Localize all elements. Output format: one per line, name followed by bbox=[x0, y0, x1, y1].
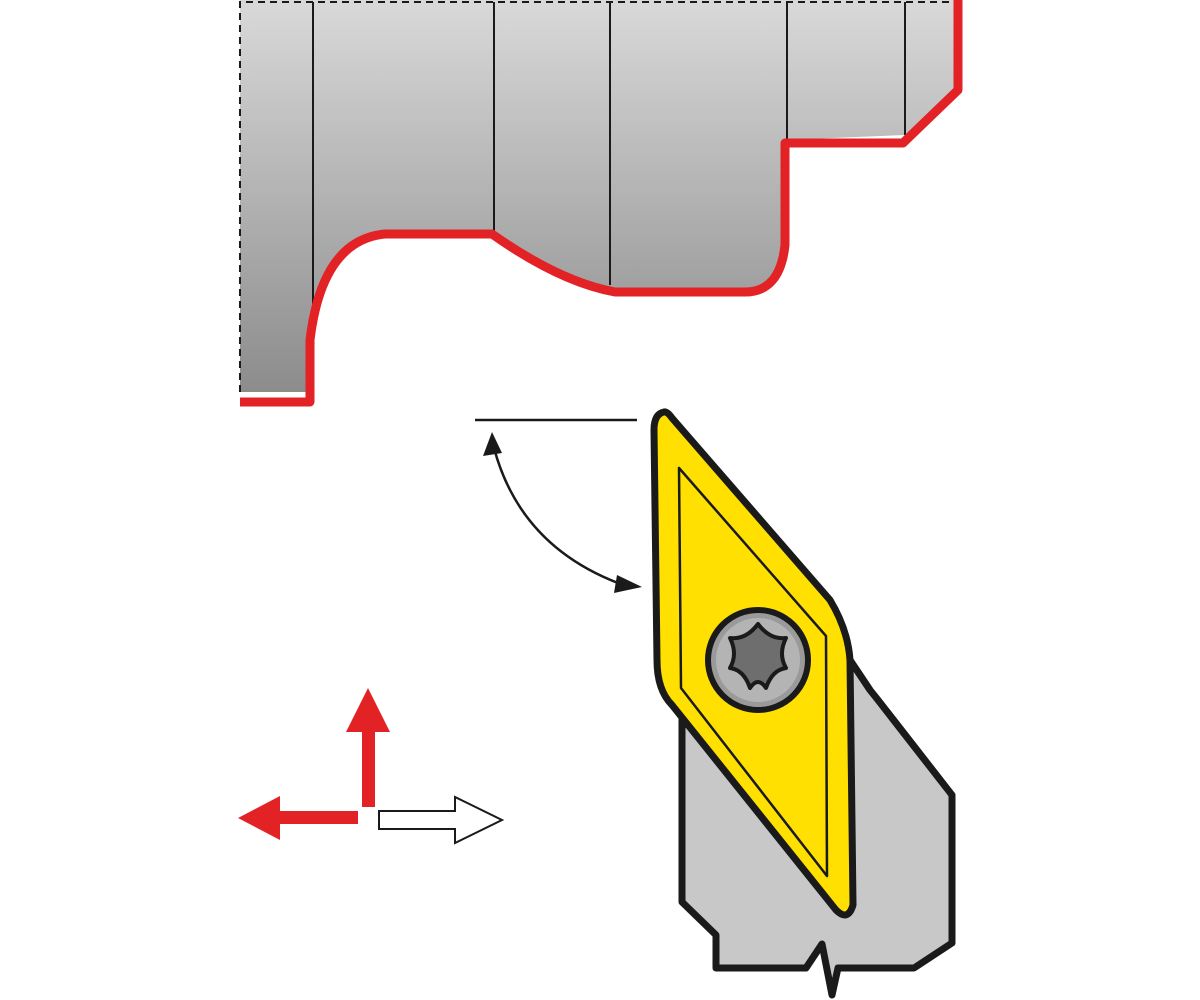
workpiece-body bbox=[240, 0, 960, 392]
machined-contour bbox=[240, 0, 963, 407]
workpiece-dashed-boundary bbox=[239, 1, 958, 392]
torx-screw-icon bbox=[705, 607, 811, 713]
workpiece-section-lines bbox=[312, 2, 906, 336]
arrow-left-icon bbox=[238, 796, 358, 840]
diamond-insert-icon bbox=[650, 408, 857, 919]
arrowhead-right-icon bbox=[614, 575, 642, 593]
arrowhead-up-icon bbox=[483, 432, 502, 456]
approach-angle bbox=[475, 418, 642, 593]
arrow-right-outline-icon bbox=[378, 795, 505, 845]
arrow-up-icon bbox=[346, 688, 390, 807]
workpiece bbox=[239, 0, 963, 407]
approach-angle-arrow bbox=[492, 447, 619, 585]
feed-arrows bbox=[238, 688, 505, 845]
torx-socket bbox=[728, 622, 788, 690]
